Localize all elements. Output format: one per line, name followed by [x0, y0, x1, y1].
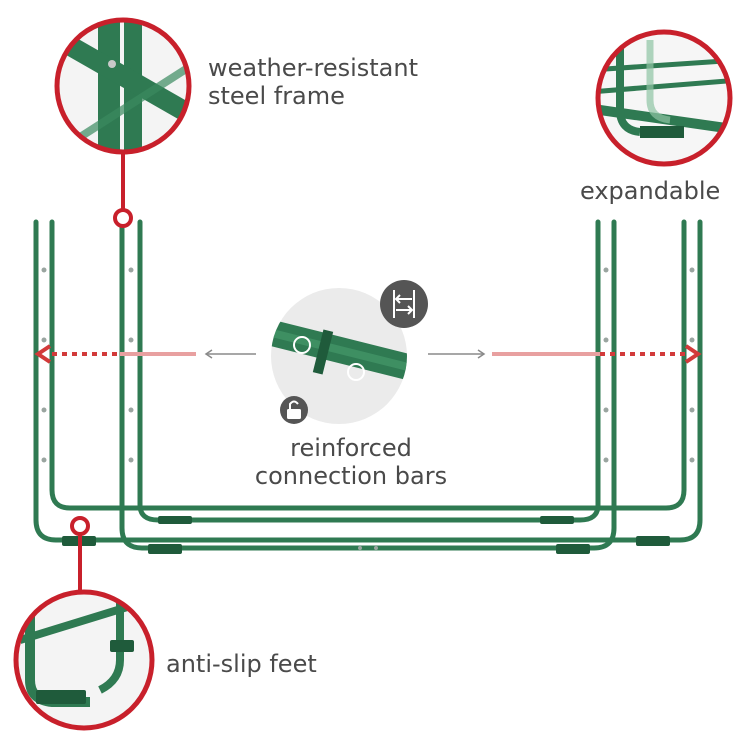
- label-steel-frame: weather-resistant steel frame: [208, 54, 418, 110]
- label-steel-frame-line2: steel frame: [208, 82, 345, 110]
- label-steel-frame-line1: weather-resistant: [208, 54, 418, 82]
- frame-bolts: [41, 267, 695, 550]
- label-expandable: expandable: [580, 177, 721, 205]
- label-connection-line1: reinforced: [290, 434, 412, 462]
- rack-frame: [33, 219, 703, 551]
- adjust-arrows-icon: [380, 280, 428, 328]
- callout-expandable: [595, 29, 733, 167]
- label-anti-slip-feet: anti-slip feet: [166, 650, 317, 678]
- expansion-arrows: [34, 344, 702, 364]
- connection-detail: [271, 288, 407, 424]
- callout-feet: [13, 516, 155, 731]
- padlock-icon: [280, 396, 308, 424]
- label-connection-line2: connection bars: [254, 462, 448, 490]
- label-connection-bars: reinforced connection bars: [246, 434, 456, 490]
- callout-frame: [54, 17, 192, 228]
- feet-pads: [62, 516, 670, 554]
